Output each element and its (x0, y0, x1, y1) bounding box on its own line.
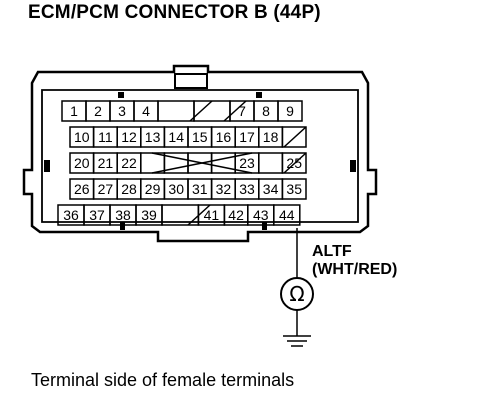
pin-number: 2 (94, 103, 102, 119)
blocked-cavity-slash (283, 126, 307, 148)
pin-cavity (277, 100, 303, 122)
pin-number: 13 (145, 129, 161, 145)
pin-number: 11 (98, 129, 113, 145)
connector-inner-frame (41, 89, 359, 223)
pin-number: 17 (239, 129, 255, 145)
pin-number: 33 (239, 181, 255, 197)
pin-number: 21 (98, 155, 114, 171)
pin-cavity (140, 152, 166, 174)
connector-housing-outline (22, 64, 378, 243)
pin-number: 29 (145, 181, 161, 197)
pin-number: 23 (239, 155, 255, 171)
pin-number: 4 (142, 103, 150, 119)
top-key-left (118, 92, 124, 98)
blocked-cavity-slash (223, 100, 247, 122)
pin-cavity (273, 204, 301, 226)
pin-number: 35 (286, 181, 302, 197)
pin-cavity (281, 152, 307, 174)
pin-number: 31 (192, 181, 208, 197)
wire-color-label: (WHT/RED) (312, 261, 398, 278)
bottom-key-right (262, 222, 267, 230)
pin-number: 18 (263, 129, 279, 145)
pin-number: 36 (63, 207, 79, 223)
pin-number: 34 (263, 181, 279, 197)
pin-number: 43 (253, 207, 269, 223)
blocked-cavities (151, 100, 307, 226)
connector-latch (174, 73, 208, 89)
pin-number: 3 (118, 103, 126, 119)
pin-number: 37 (89, 207, 105, 223)
right-boss (350, 160, 356, 172)
pin-number: 28 (121, 181, 137, 197)
ohmmeter-symbol: Ω (289, 282, 304, 306)
pin-number: 22 (121, 155, 137, 171)
pin-cavity (157, 100, 195, 122)
diagram-caption: Terminal side of female terminals (31, 370, 295, 390)
pin-number: 30 (168, 181, 184, 197)
pin-number: 26 (74, 181, 90, 197)
pin-cavity (193, 100, 231, 122)
pin-number: 41 (204, 207, 220, 223)
bottom-key-left (120, 222, 125, 230)
pin-number: 16 (216, 129, 232, 145)
diagram-title: ECM/PCM CONNECTOR B (44P) (28, 2, 321, 23)
pin-cavity (281, 178, 307, 200)
pin-number: 44 (279, 207, 295, 223)
left-boss (44, 160, 50, 172)
blocked-cavity-slash (187, 204, 211, 226)
pin-number: 7 (238, 103, 246, 119)
pin-number: 14 (168, 129, 184, 145)
test-circuit (280, 228, 314, 347)
pin-number: 9 (286, 103, 294, 119)
pin-number: 39 (141, 207, 157, 223)
pin-number: 42 (228, 207, 244, 223)
blocked-cavity-slash (189, 100, 213, 122)
pin-number: 10 (74, 129, 90, 145)
pin-number: 38 (115, 207, 131, 223)
top-key-right (256, 92, 262, 98)
pin-number: 15 (192, 129, 208, 145)
pin-number: 27 (98, 181, 114, 197)
blocked-cavity-slash (283, 152, 307, 174)
pin-number: 1 (70, 103, 78, 119)
pin-cavity (210, 152, 236, 174)
pin-cavity (281, 126, 307, 148)
wire-signal-label: ALTF (312, 243, 352, 260)
pin-number: 20 (74, 155, 90, 171)
pin-number: 8 (262, 103, 270, 119)
pin-cavity (258, 152, 284, 174)
blocked-cavity-x (151, 152, 253, 174)
pin-number: 12 (121, 129, 137, 145)
pin-number: 32 (216, 181, 232, 197)
